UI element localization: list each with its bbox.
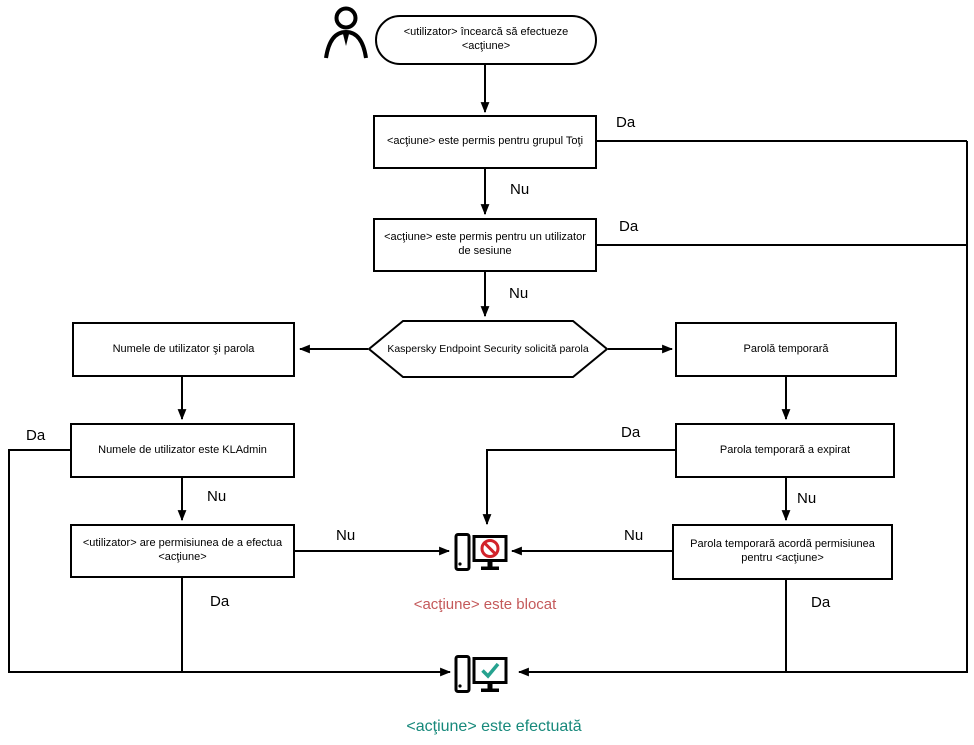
node-kes-prompts-password: Kaspersky Endpoint Security solicită par… bbox=[368, 320, 608, 378]
node-allowed-session-user: <acţiune> este permis pentru un utilizat… bbox=[373, 218, 597, 272]
edge-label-yes-permission: Da bbox=[210, 593, 230, 610]
computer-performed-icon bbox=[454, 655, 508, 702]
node-allowed-group-all: <acţiune> este permis pentru grupul Toţi bbox=[373, 115, 597, 169]
node-kes-prompts-password-label: Kaspersky Endpoint Security solicită par… bbox=[387, 343, 589, 355]
edge-label-yes-session-user: Da bbox=[619, 218, 639, 235]
caption-action-performed: <acţiune> este efectuată bbox=[406, 718, 582, 735]
edge-label-yes-expired: Da bbox=[621, 424, 641, 441]
edge-label-yes-grants: Da bbox=[811, 594, 831, 611]
node-temporary-password: Parolă temporară bbox=[675, 322, 897, 377]
edge-label-no-expired: Nu bbox=[797, 490, 817, 507]
computer-blocked-icon bbox=[454, 533, 508, 580]
edge-label-no-kladmin: Nu bbox=[207, 488, 227, 505]
edge-label-no-permission: Nu bbox=[336, 527, 356, 544]
edge-label-yes-kladmin: Da bbox=[26, 427, 46, 444]
node-username-and-password: Numele de utilizator şi parola bbox=[72, 322, 295, 377]
node-user-has-permission: <utilizator> are permisiunea de a efectu… bbox=[70, 524, 295, 578]
node-temp-password-grants: Parola temporară acordă permisiunea pent… bbox=[672, 524, 893, 580]
caption-action-blocked: <acţiune> este blocat bbox=[413, 596, 557, 613]
edge-label-no-group-all: Nu bbox=[510, 181, 530, 198]
edge-label-no-grants: Nu bbox=[624, 527, 644, 544]
hexagon-shape bbox=[368, 320, 608, 378]
node-temp-password-expired: Parola temporară a expirat bbox=[675, 423, 895, 478]
node-username-is-kladmin: Numele de utilizator este KLAdmin bbox=[70, 423, 295, 478]
edge-label-no-session-user: Nu bbox=[509, 285, 529, 302]
edge-label-yes-group-all: Da bbox=[616, 114, 636, 131]
user-actor-icon bbox=[324, 5, 368, 67]
node-start: <utilizator> încearcă să efectueze <acţi… bbox=[375, 15, 597, 65]
